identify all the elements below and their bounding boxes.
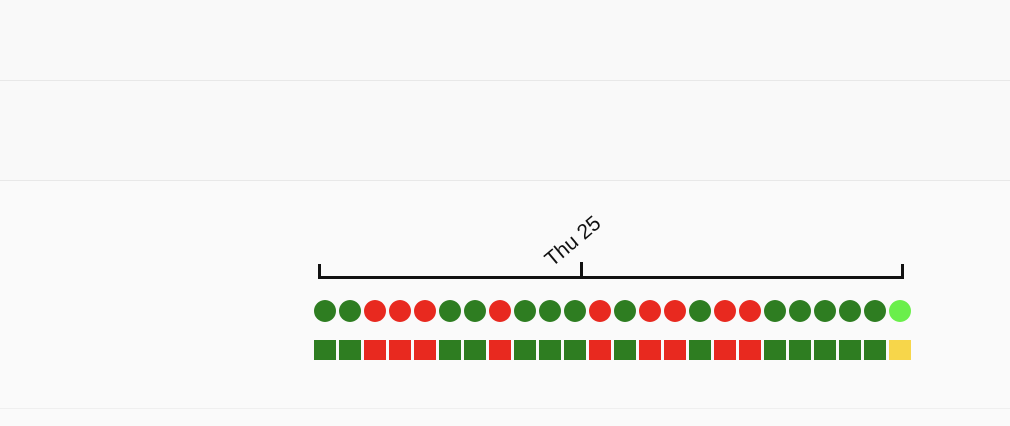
task-instance-square[interactable] [739,340,761,360]
axis-cap-left [318,264,321,279]
dag-run-dot[interactable] [414,300,436,322]
task-instance-square[interactable] [414,340,436,360]
task-instance-square[interactable] [714,340,736,360]
top-panel [0,0,1010,80]
dag-run-dot[interactable] [589,300,611,322]
axis-tick-mid [580,262,583,279]
task-instance-square[interactable] [364,340,386,360]
task-instance-square[interactable] [464,340,486,360]
dag-run-dot[interactable] [839,300,861,322]
divider-legend-bottom [0,180,1010,181]
task-instance-square[interactable] [514,340,536,360]
dag-run-dot[interactable] [614,300,636,322]
dag-run-dot[interactable] [364,300,386,322]
task-instance-square[interactable] [539,340,561,360]
dag-run-dot[interactable] [464,300,486,322]
dag-run-dot[interactable] [389,300,411,322]
task-instance-square[interactable] [789,340,811,360]
task-instance-square[interactable] [589,340,611,360]
task-instance-square[interactable] [839,340,861,360]
dag-run-dot[interactable] [689,300,711,322]
task-instance-square[interactable] [614,340,636,360]
dag-run-dot[interactable] [764,300,786,322]
task-instance-square[interactable] [664,340,686,360]
divider-top [0,80,1010,81]
dag-run-dot[interactable] [489,300,511,322]
dag-run-indicators [314,300,914,322]
divider-bottom [0,408,1010,409]
task-instance-square[interactable] [889,340,911,360]
task-instance-square[interactable] [764,340,786,360]
task-instance-square[interactable] [389,340,411,360]
dag-run-dot[interactable] [639,300,661,322]
dag-run-dot[interactable] [539,300,561,322]
dag-run-dot[interactable] [889,300,911,322]
dag-run-dot[interactable] [864,300,886,322]
date-axis-bracket [318,262,904,279]
task-instance-square[interactable] [339,340,361,360]
task-instance-square[interactable] [689,340,711,360]
axis-cap-right [901,264,904,279]
task-instance-indicators [314,340,914,360]
legend-band: scheduledskippedupstream_failedup_for_re… [0,81,1010,217]
task-instance-square[interactable] [564,340,586,360]
dag-run-dot[interactable] [789,300,811,322]
task-instance-square[interactable] [489,340,511,360]
dag-run-dot[interactable] [514,300,536,322]
task-instance-square[interactable] [639,340,661,360]
dag-run-dot[interactable] [564,300,586,322]
task-instance-square[interactable] [439,340,461,360]
dag-run-dot[interactable] [664,300,686,322]
dag-run-dot[interactable] [439,300,461,322]
dag-run-dot[interactable] [339,300,361,322]
dag-run-dot[interactable] [714,300,736,322]
task-instance-square[interactable] [814,340,836,360]
dag-run-dot[interactable] [314,300,336,322]
task-instance-square[interactable] [314,340,336,360]
dag-run-dot[interactable] [814,300,836,322]
axis-line [318,276,904,279]
task-instance-square[interactable] [864,340,886,360]
dag-run-dot[interactable] [739,300,761,322]
dag-runs-chart [0,181,1010,408]
